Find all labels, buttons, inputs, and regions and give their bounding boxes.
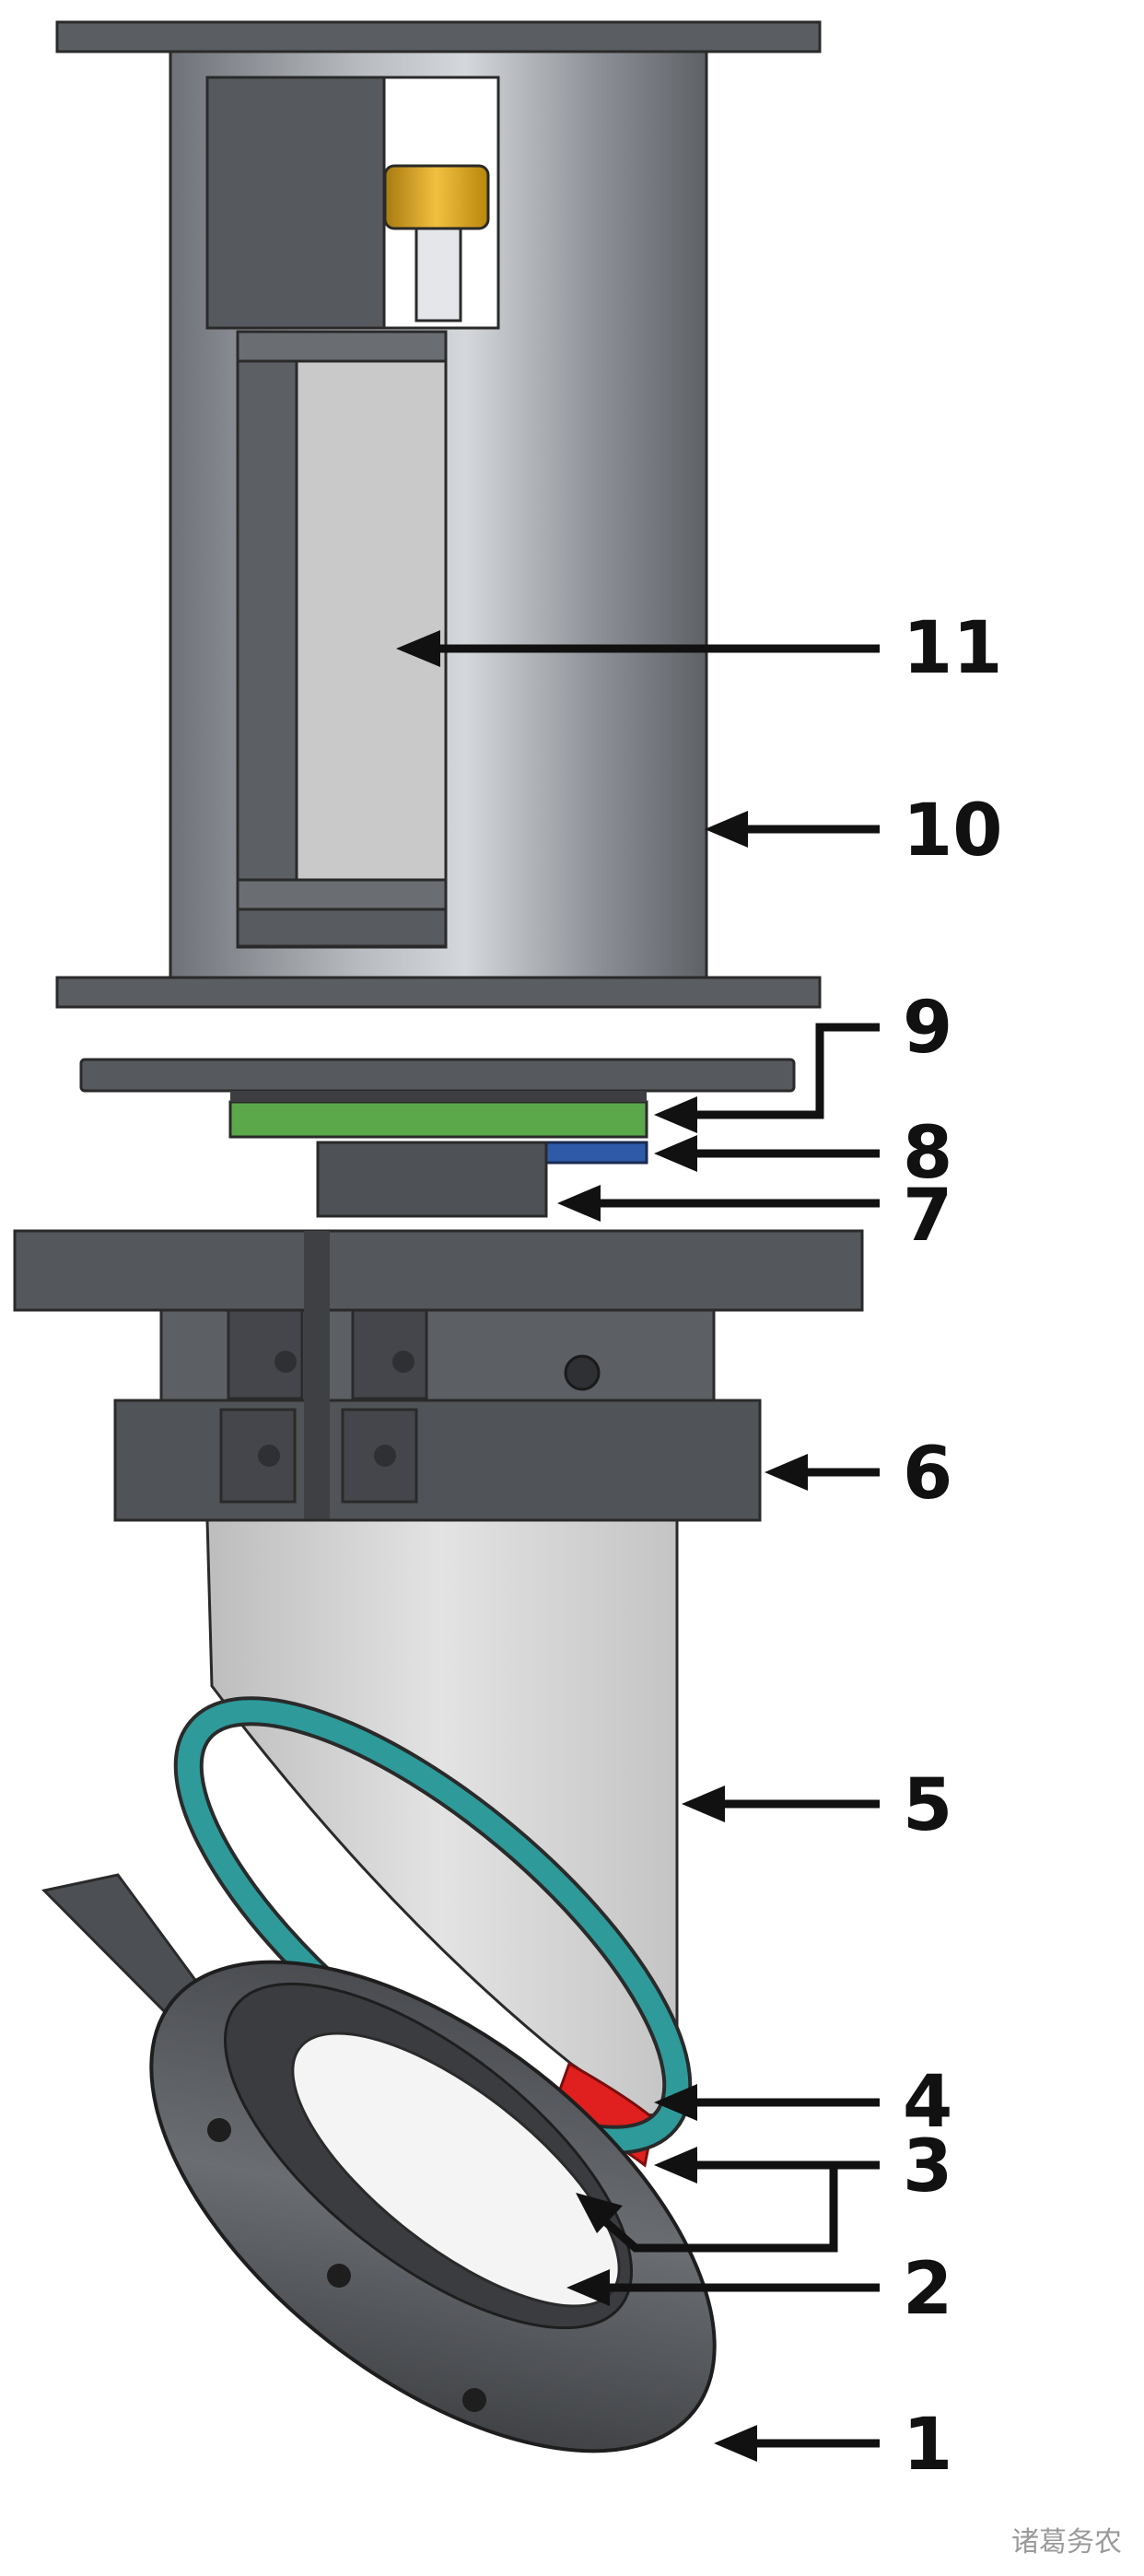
callout-labels: 11 10 9 8 7 6 5 4 3 2 1 <box>903 607 1003 2487</box>
inner-frame-base <box>236 907 448 948</box>
gold-cap <box>383 164 490 230</box>
mounting-plate <box>79 1058 796 1093</box>
bolt-head <box>274 1351 297 1373</box>
ring-hole <box>462 2388 486 2412</box>
callout-1: 1 <box>903 2404 952 2487</box>
window-block <box>205 76 386 330</box>
inner-frame-bottom-bar <box>236 878 448 911</box>
bottom-flange <box>55 976 822 1009</box>
callout-9: 9 <box>903 987 952 1070</box>
clamp-slot <box>304 1231 330 1520</box>
clamp-block-right <box>351 1308 428 1400</box>
arrow-10 <box>705 811 880 848</box>
base-ring-1 <box>41 1873 717 2453</box>
arrow-3 <box>576 2147 880 2253</box>
callout-4: 4 <box>903 2061 952 2144</box>
bolt-hole <box>564 1354 601 1391</box>
bolt-head <box>392 1351 414 1373</box>
plate-stack <box>79 1058 796 1218</box>
arrow-7 <box>557 1185 880 1222</box>
arrow-9 <box>654 1023 880 1133</box>
block-7 <box>316 1141 548 1218</box>
bolt-head <box>374 1445 396 1467</box>
arrow-5 <box>682 1786 880 1822</box>
inner-frame-top-bar <box>236 330 448 363</box>
arrow-2 <box>566 2269 880 2306</box>
arrow-1 <box>714 2425 880 2462</box>
arrow-4 <box>654 2084 880 2121</box>
callout-10: 10 <box>903 790 1003 872</box>
clamp-top-plate <box>13 1229 864 1312</box>
callout-arrows <box>396 630 880 2462</box>
arrow-11 <box>396 630 880 667</box>
callout-7: 7 <box>903 1175 952 1258</box>
inner-tube-11 <box>295 359 448 882</box>
shaft <box>414 227 462 322</box>
callout-11: 11 <box>903 607 1003 690</box>
bolt-head <box>258 1445 280 1467</box>
arrow-6 <box>765 1454 880 1491</box>
callout-5: 5 <box>903 1764 952 1847</box>
ring-hole <box>327 2264 351 2288</box>
callout-2: 2 <box>903 2248 952 2331</box>
callout-6: 6 <box>903 1433 952 1516</box>
callout-3: 3 <box>903 2125 952 2208</box>
callout-8: 8 <box>903 1112 952 1195</box>
watermark-text: 诸葛务农 <box>1011 2526 1122 2558</box>
top-flange <box>55 20 822 53</box>
green-ring-9 <box>228 1100 648 1139</box>
clamp-ring <box>113 1399 762 1522</box>
upper-housing-10 <box>55 20 822 1009</box>
dark-plate <box>230 1091 647 1102</box>
ring-hole <box>207 2118 231 2142</box>
clamp-assembly-6 <box>13 1229 864 1522</box>
arrow-8 <box>654 1135 880 1172</box>
